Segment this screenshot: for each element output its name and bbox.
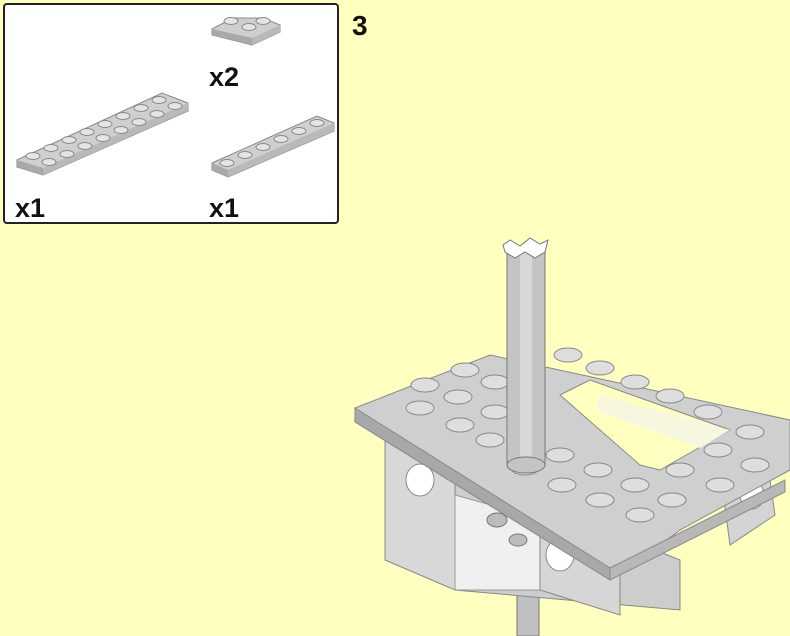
corner-plate-part-icon [211, 17, 281, 46]
parts-list-box: x2 x1 x1 [3, 3, 339, 224]
parts-illustrations [16, 17, 335, 178]
axle-icon [502, 237, 549, 474]
plate-2x8-quantity: x1 [15, 193, 46, 223]
plate-2x8-part-icon [16, 92, 189, 176]
corner-plate-quantity: x2 [209, 62, 240, 92]
plate-1x6-quantity: x1 [209, 193, 240, 223]
plate-1x6-part-icon [211, 115, 335, 178]
plate-assembly-icon [354, 347, 790, 581]
step-number: 3 [352, 10, 368, 41]
